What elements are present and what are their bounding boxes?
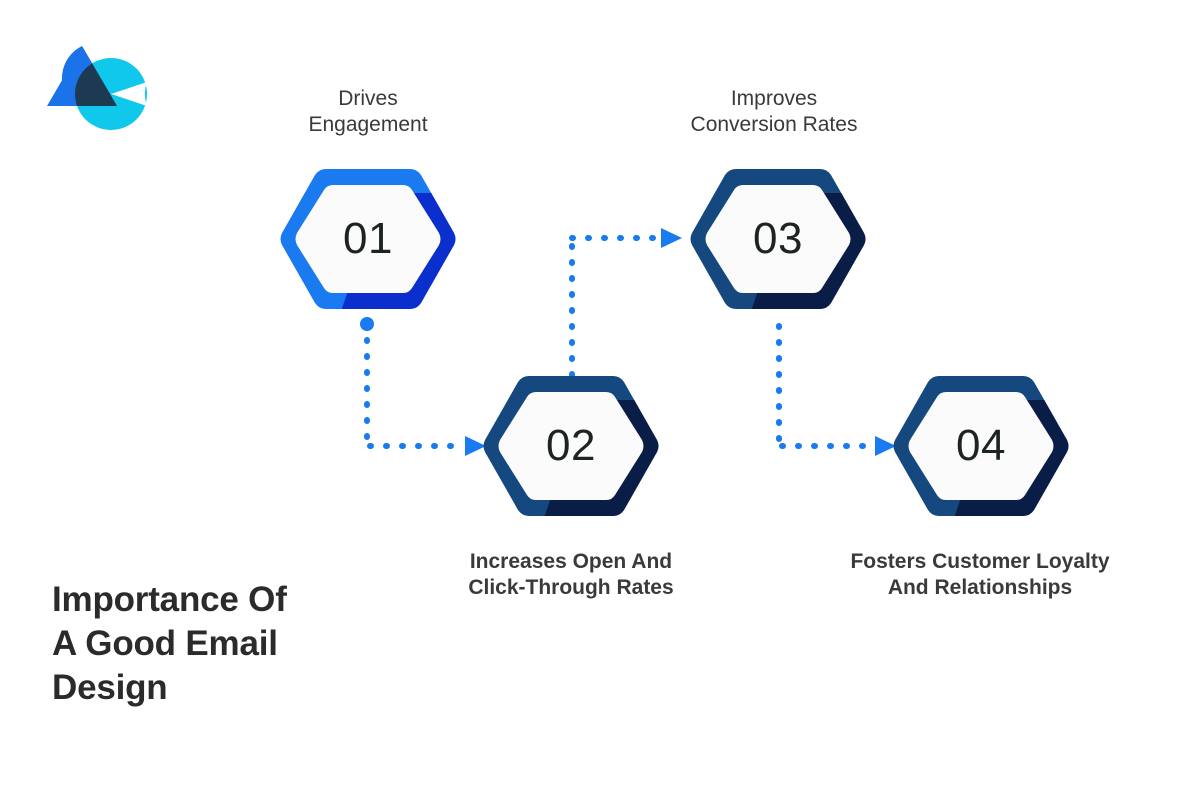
brand-logo-icon xyxy=(47,46,147,130)
connector-arrowhead xyxy=(661,228,682,248)
connector-arrowhead xyxy=(465,436,486,456)
page-title: Importance Of A Good Email Design xyxy=(52,580,287,707)
node-01[interactable]: 01 xyxy=(277,163,459,315)
node-04-hexagon-icon xyxy=(893,376,1069,516)
node-01-caption: Drives Engagement xyxy=(308,87,428,136)
node-03-caption: Improves Conversion Rates xyxy=(690,87,858,136)
node-02[interactable]: 02 xyxy=(480,370,662,522)
connector-01-02 xyxy=(360,317,486,456)
node-01-hexagon-icon xyxy=(280,169,456,309)
brand-logo xyxy=(45,38,150,143)
connector-origin-dot xyxy=(360,317,374,331)
node-04[interactable]: 04 xyxy=(890,370,1072,522)
connector-arrowhead xyxy=(875,436,896,456)
node-03[interactable]: 03 xyxy=(687,163,869,315)
connector-02-03 xyxy=(569,228,682,378)
node-03-hexagon-icon xyxy=(690,169,866,309)
node-02-hexagon-icon xyxy=(483,376,659,516)
node-02-caption: Increases Open And Click-Through Rates xyxy=(468,550,674,599)
connector-03-04 xyxy=(776,323,896,456)
node-04-caption: Fosters Customer Loyalty And Relationshi… xyxy=(850,550,1110,599)
